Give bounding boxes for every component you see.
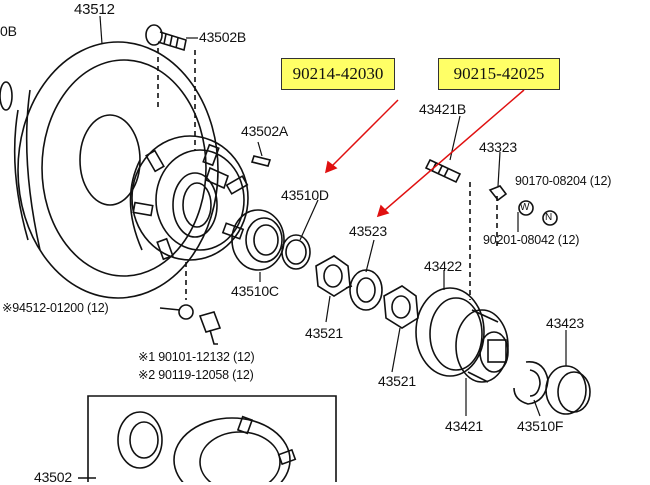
leader-line: [159, 307, 181, 311]
label-43421: 43421: [445, 418, 483, 434]
pin-43502a: [250, 155, 272, 167]
label-43323: 43323: [479, 139, 517, 155]
inset-box: [87, 395, 337, 482]
red-arrows: [324, 89, 525, 218]
label-90201: 90201-08042 (12): [483, 233, 580, 247]
label-43423: 43423: [546, 315, 584, 331]
bolt-90101: [198, 311, 222, 345]
label-90101: ※1 90101-12132 (12): [138, 350, 255, 364]
washer-marker: [518, 200, 534, 216]
nut-43323: [488, 185, 508, 202]
washer-94512: [178, 304, 194, 320]
label-43521-left: 43521: [305, 325, 343, 341]
drive-flange-43421: [415, 287, 509, 383]
label-43523: 43523: [349, 223, 387, 239]
bearing-43510c: [231, 209, 285, 271]
hub-cap-43423: [545, 365, 591, 415]
label-43510c: 43510C: [231, 283, 279, 299]
bolt-43502b: [145, 24, 187, 52]
edge-part: [0, 81, 13, 111]
snap-ring-43510f: [513, 361, 549, 405]
label-43502a: 43502A: [241, 123, 289, 139]
axle-hub: [129, 135, 249, 261]
label-94512: ※94512-01200 (12): [2, 301, 109, 315]
label-w-marker: W: [520, 202, 530, 213]
label-43502b: 43502B: [199, 29, 247, 45]
label-0b: 0B: [0, 23, 17, 39]
label-43521-right: 43521: [378, 373, 416, 389]
label-43512: 43512: [74, 1, 115, 18]
snap-ring-43510d: [281, 234, 311, 270]
label-90170: 90170-08204 (12): [515, 174, 612, 188]
highlight-label-left: 90214-42030: [281, 58, 395, 90]
label-43502: 43502: [34, 469, 72, 485]
label-43510f: 43510F: [517, 418, 564, 434]
label-43510d: 43510D: [281, 187, 329, 203]
label-43421b: 43421B: [419, 101, 467, 117]
lock-nut-43521-right: [383, 285, 419, 329]
label-90119: ※2 90119-12058 (12): [138, 368, 254, 382]
lock-washer-43523: [345, 269, 383, 311]
nut-marker: [542, 210, 558, 226]
label-n-marker: N: [545, 212, 553, 223]
label-43422: 43422: [424, 258, 462, 274]
highlight-label-right: 90215-42025: [438, 58, 560, 90]
leader-lines: [99, 15, 567, 417]
brake-disc: [13, 41, 219, 299]
lock-nut-43521-left: [315, 255, 351, 297]
